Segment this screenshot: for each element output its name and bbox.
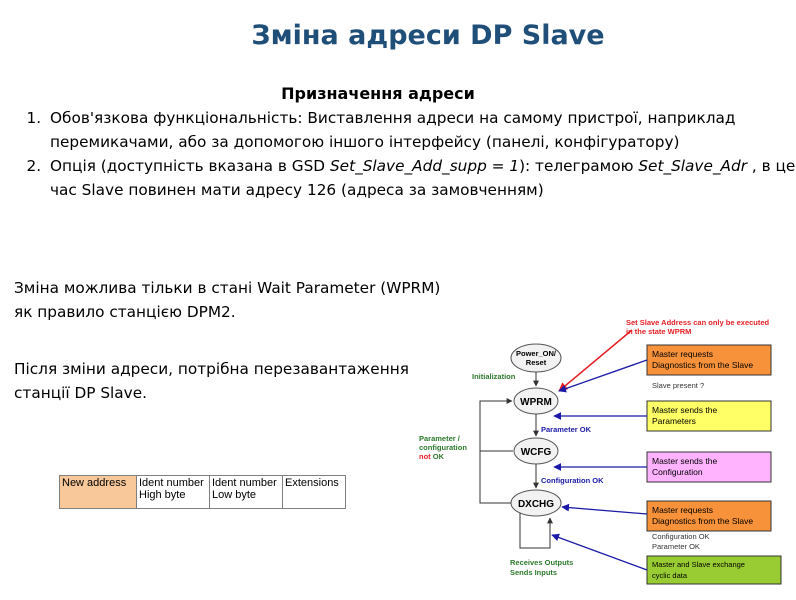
list-item: Опція (доступність вказана в GSD Set_Sla… (46, 154, 796, 202)
note-text: in the state WPRM (626, 327, 691, 336)
transition-label: Configuration OK (541, 476, 604, 485)
box-label: cyclic data (652, 571, 688, 580)
box-master-sends-parameters (646, 400, 772, 432)
box-label: Master sends the (652, 456, 717, 466)
box-label: Master sends the (652, 405, 717, 415)
note-text: Set Slave Address can only be executed (626, 318, 770, 327)
box-label: Master and Slave exchange (652, 560, 745, 569)
red-arrow (558, 329, 633, 392)
cell-new-address: New address (59, 475, 137, 509)
loop-arrow (519, 513, 553, 549)
box-label: Parameters (652, 416, 696, 426)
blue-arrow (551, 533, 648, 571)
state-label: WCFG (521, 447, 552, 458)
box-master-sends-configuration (646, 451, 772, 483)
list-item: Обов'язкова функціональність: Виставленн… (46, 106, 796, 154)
transition-label: Initialization (472, 372, 516, 381)
list-item-text: ): телеграмою (519, 157, 639, 175)
blue-arrow (558, 359, 648, 393)
section-subtitle: Призначення адреси (281, 84, 475, 103)
state-label: DXCHG (518, 499, 554, 510)
list-item-text: Обов'язкова функціональність: Виставленн… (50, 109, 736, 151)
gsd-parameter: Set_Slave_Add_supp = 1 (329, 157, 520, 175)
list-item-text: , в цей час Slave повинен мати адресу 12… (50, 157, 796, 199)
blue-arrow (561, 503, 648, 515)
state-label: WPRM (520, 397, 552, 408)
state-label: Power_ON/ (516, 349, 557, 358)
back-loop-arrow (479, 398, 513, 504)
cell-extensions: Extensions (282, 475, 346, 509)
condition-label: Configuration OK (652, 532, 710, 541)
transition-label: Parameter OK (541, 425, 592, 434)
box-label: Configuration (652, 467, 703, 477)
box-label: Diagnostics from the Slave (652, 516, 753, 526)
box-master-requests-diag (646, 344, 772, 376)
list-item-text: Опція (доступність вказана в GSD (50, 157, 330, 175)
telegram-name: Set_Slave_Adr (638, 157, 748, 175)
transition-label: Receives Outputs (510, 558, 573, 567)
transition-label: Parameter / (419, 434, 461, 443)
condition-label: Parameter OK (652, 542, 700, 551)
box-label: Diagnostics from the Slave (652, 360, 753, 370)
paragraph-wprm: Зміна можлива тільки в стані Wait Parame… (14, 279, 441, 321)
transition-label: configuration (419, 443, 467, 452)
condition-label: Slave present ? (652, 381, 704, 390)
paragraph-restart: Після зміни адреси, потрібна перезаванта… (14, 360, 409, 402)
box-master-requests-diag-2 (646, 500, 772, 532)
state-label: Reset (526, 358, 547, 367)
transition-label: Sends Inputs (510, 568, 557, 577)
box-label: Master requests (652, 505, 713, 515)
transition-label: not OK (419, 452, 445, 461)
box-label: Master requests (652, 349, 713, 359)
address-assignment-list: Обов'язкова функціональність: Виставленн… (12, 106, 796, 202)
page-title: Зміна адреси DP Slave (251, 20, 605, 51)
